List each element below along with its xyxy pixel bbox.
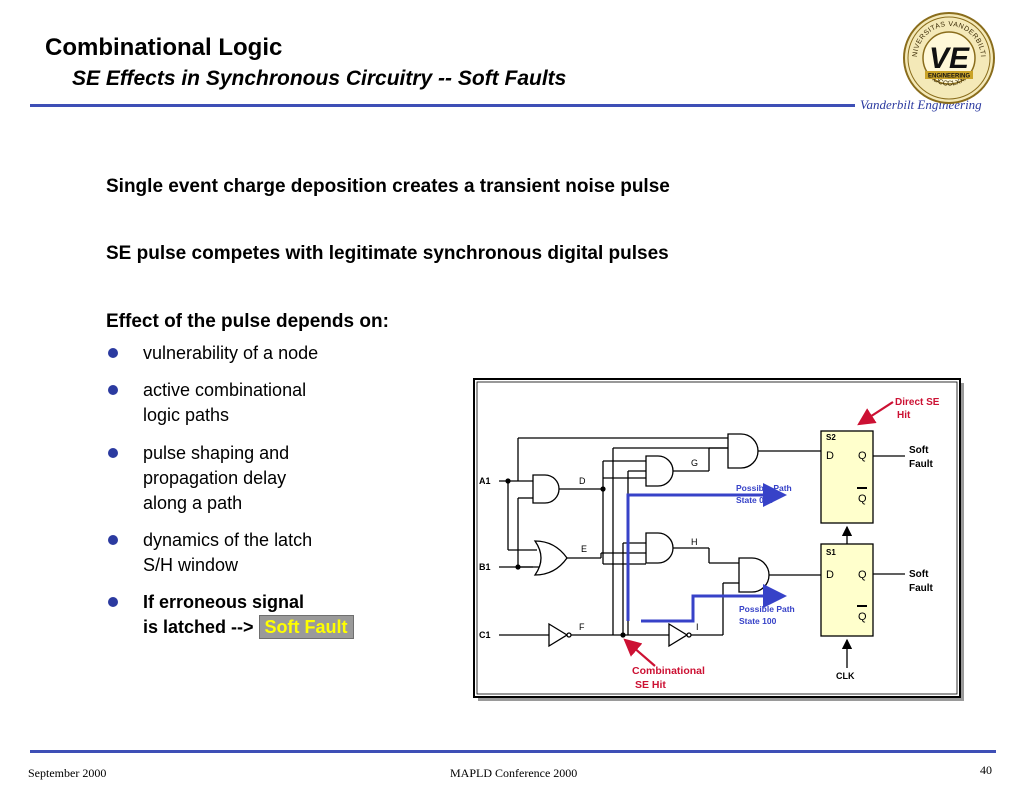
bullet-4: dynamics of the latch S/H window bbox=[143, 530, 313, 575]
svg-text:State 000: State 000 bbox=[736, 495, 774, 505]
svg-text:D: D bbox=[826, 450, 834, 462]
svg-text:Fault: Fault bbox=[909, 583, 934, 594]
svg-text:A1: A1 bbox=[479, 476, 491, 486]
svg-text:B1: B1 bbox=[479, 562, 491, 572]
svg-text:SE Hit: SE Hit bbox=[635, 679, 666, 691]
soft-fault-highlight: Soft Fault bbox=[258, 615, 354, 639]
svg-text:G: G bbox=[691, 458, 698, 468]
svg-text:ENGINEERING: ENGINEERING bbox=[928, 74, 970, 80]
svg-text:F: F bbox=[579, 622, 585, 632]
header-divider bbox=[30, 104, 855, 107]
bullet-1: vulnerability of a node bbox=[143, 343, 319, 363]
slide-title: Combinational Logic bbox=[45, 34, 283, 61]
svg-text:Fault: Fault bbox=[909, 459, 934, 470]
svg-text:Possible Path: Possible Path bbox=[739, 604, 795, 614]
vanderbilt-seal-logo: UNIVERSITAS VANDERBILTIA MDCCCLXXIII VE … bbox=[903, 12, 995, 104]
footer-date: September 2000 bbox=[28, 766, 107, 780]
circuit-diagram: A1 B1 C1 D E F G H I S2 D Q Q S1 D Q Q D… bbox=[473, 378, 964, 701]
bullet-dot bbox=[108, 348, 118, 358]
svg-text:H: H bbox=[691, 537, 698, 547]
svg-text:S2: S2 bbox=[826, 433, 836, 442]
svg-text:D: D bbox=[826, 569, 834, 581]
svg-text:C1: C1 bbox=[479, 630, 491, 640]
svg-text:Hit: Hit bbox=[897, 410, 911, 421]
svg-text:Possible Path: Possible Path bbox=[736, 483, 792, 493]
footer-divider bbox=[30, 750, 996, 753]
svg-text:D: D bbox=[579, 476, 586, 486]
svg-text:Combinational: Combinational bbox=[632, 665, 705, 677]
svg-text:S1: S1 bbox=[826, 548, 836, 557]
bullet-2: active combinational logic paths bbox=[143, 380, 307, 425]
svg-text:Q: Q bbox=[858, 493, 867, 505]
bullet-dot bbox=[108, 597, 118, 607]
svg-text:Soft: Soft bbox=[909, 569, 929, 580]
svg-text:Soft: Soft bbox=[909, 445, 929, 456]
bullet-dot bbox=[108, 535, 118, 545]
bullet-3: pulse shaping and propagation delay alon… bbox=[143, 443, 290, 513]
bullet-dot bbox=[108, 385, 118, 395]
bullet-dot bbox=[108, 448, 118, 458]
page-number: 40 bbox=[980, 763, 992, 777]
svg-text:Q: Q bbox=[858, 450, 867, 462]
bullet-5: If erroneous signal is latched --> Soft … bbox=[143, 590, 354, 640]
slide-subtitle: SE Effects in Synchronous Circuitry -- S… bbox=[72, 67, 567, 90]
svg-text:E: E bbox=[581, 544, 587, 554]
svg-text:VE: VE bbox=[929, 42, 970, 75]
svg-text:CLK: CLK bbox=[836, 671, 855, 681]
footer-conference: MAPLD Conference 2000 bbox=[450, 766, 578, 780]
statement-2: SE pulse competes with legitimate synchr… bbox=[106, 243, 669, 264]
statement-1: Single event charge deposition creates a… bbox=[106, 176, 670, 197]
svg-text:State 100: State 100 bbox=[739, 616, 777, 626]
svg-text:Q: Q bbox=[858, 569, 867, 581]
statement-3: Effect of the pulse depends on: bbox=[106, 311, 389, 332]
svg-text:I: I bbox=[696, 622, 699, 632]
svg-text:Q: Q bbox=[858, 611, 867, 623]
svg-text:Direct SE: Direct SE bbox=[895, 397, 940, 408]
